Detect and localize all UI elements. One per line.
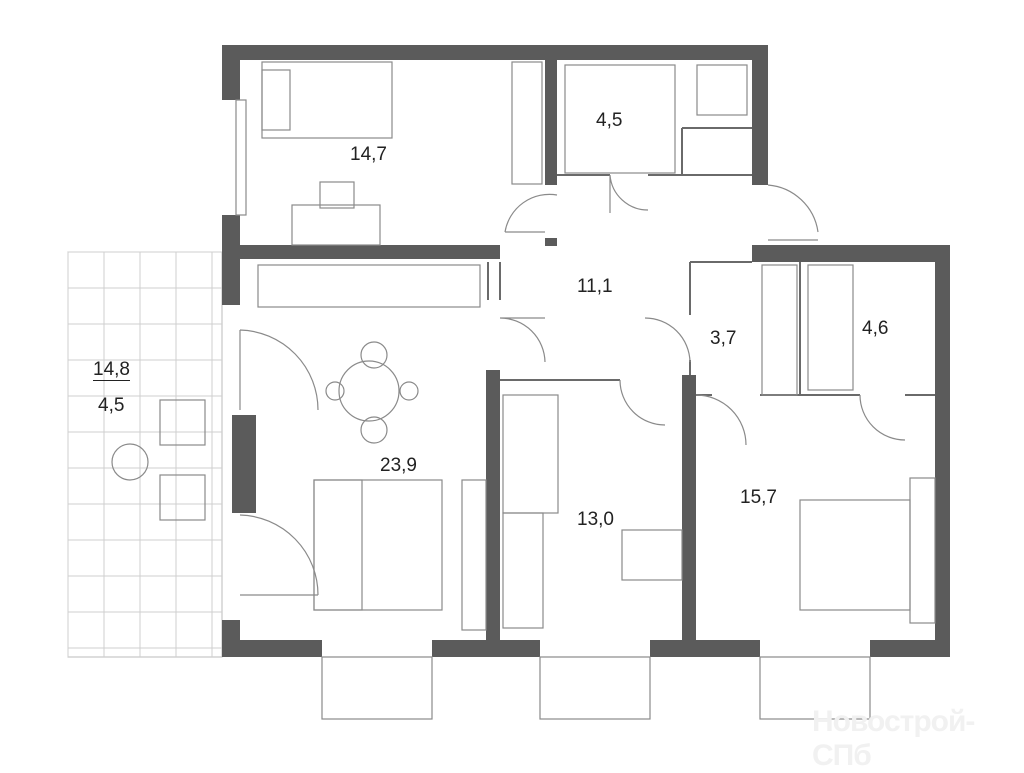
room-area-bathroom-right: 4,6 xyxy=(862,318,889,339)
room-area-bathroom-top: 4,5 xyxy=(596,110,623,131)
windows xyxy=(235,99,871,720)
room-area-bedroom-top: 14,7 xyxy=(350,144,387,165)
outer-walls xyxy=(222,45,950,657)
balcony xyxy=(67,251,223,658)
watermark: Новострой-СПб xyxy=(812,705,975,772)
furniture xyxy=(111,61,936,631)
balcony-area-total: 14,8 xyxy=(93,359,130,381)
room-area-bedroom-middle: 13,0 xyxy=(577,509,614,530)
partitions xyxy=(487,127,935,396)
room-area-living-kitchen: 23,9 xyxy=(380,455,417,476)
room-area-wardrobe: 3,7 xyxy=(710,328,737,349)
doors xyxy=(239,174,906,596)
balcony-area-counted: 4,5 xyxy=(98,395,125,416)
room-area-bedroom-right: 15,7 xyxy=(740,487,777,508)
room-area-hallway: 11,1 xyxy=(577,276,613,297)
